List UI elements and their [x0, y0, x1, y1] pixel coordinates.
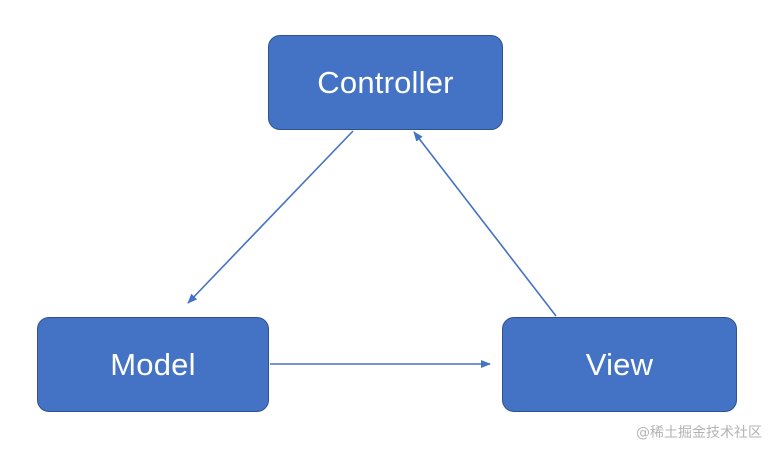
watermark: @稀土掘金技术社区: [636, 425, 762, 441]
arrow-controller-to-model: [187, 130, 354, 304]
view-label: View: [585, 346, 654, 382]
controller-label: Controller: [317, 64, 454, 100]
model-node: Model: [37, 317, 269, 412]
view-node: View: [502, 317, 737, 412]
controller-node: Controller: [268, 35, 503, 130]
model-label: Model: [110, 346, 196, 382]
arrow-view-to-controller: [413, 131, 557, 317]
